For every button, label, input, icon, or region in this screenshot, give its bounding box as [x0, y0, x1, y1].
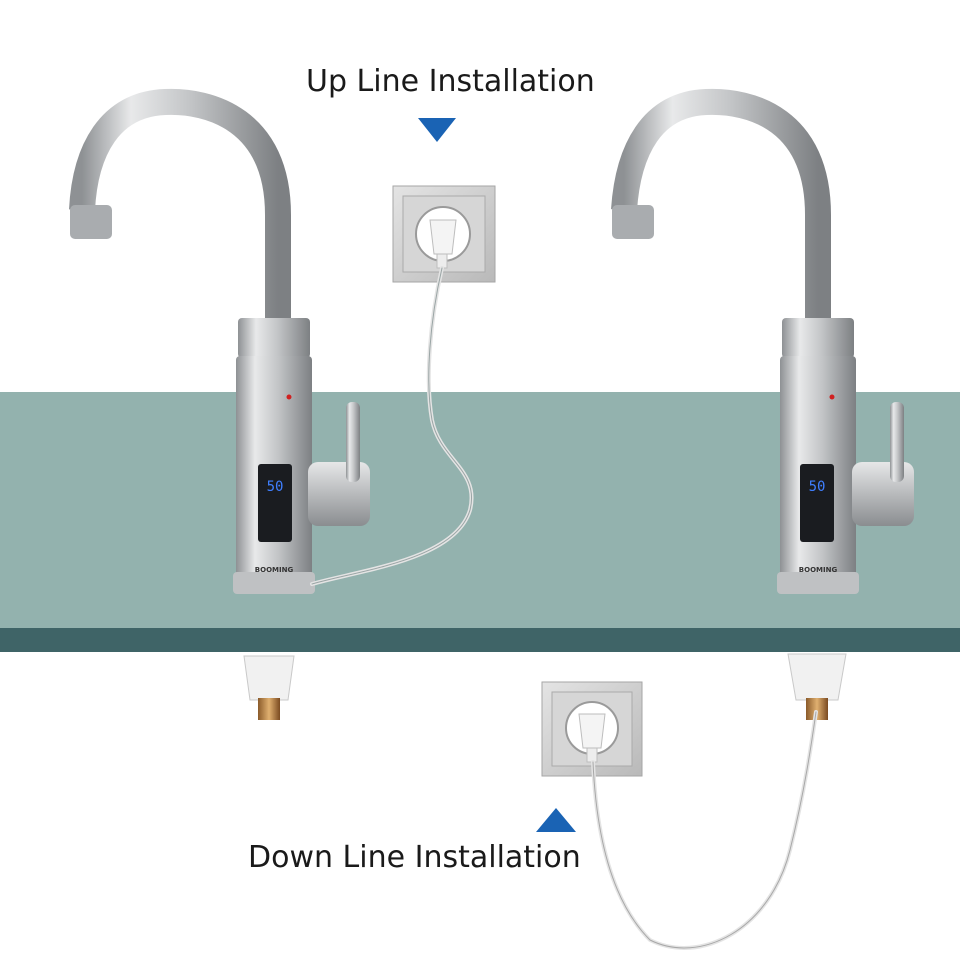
power-cable-upper-shadow	[311, 267, 473, 585]
up-line-installation-label: Up Line Installation	[306, 64, 595, 99]
faucet-left: 50 BOOMING	[69, 88, 370, 720]
brand-label: BOOMING	[255, 566, 294, 574]
up-arrow-icon	[536, 808, 576, 832]
counter-edge	[0, 628, 960, 652]
down-arrow-icon	[418, 118, 456, 142]
display-value: 50	[809, 479, 826, 495]
spout	[69, 88, 291, 320]
power-cable-lower-shadow	[592, 711, 817, 949]
spout	[611, 88, 831, 320]
wall-socket-upper	[392, 185, 496, 283]
temperature-display	[258, 464, 292, 542]
brass-inlet	[806, 698, 828, 720]
down-line-installation-label: Down Line Installation	[248, 840, 581, 875]
display-value: 50	[267, 479, 284, 495]
brass-inlet	[258, 698, 280, 720]
faucet-right: 50 BOOMING	[611, 88, 914, 720]
temperature-display	[800, 464, 834, 542]
brand-label: BOOMING	[799, 566, 838, 574]
